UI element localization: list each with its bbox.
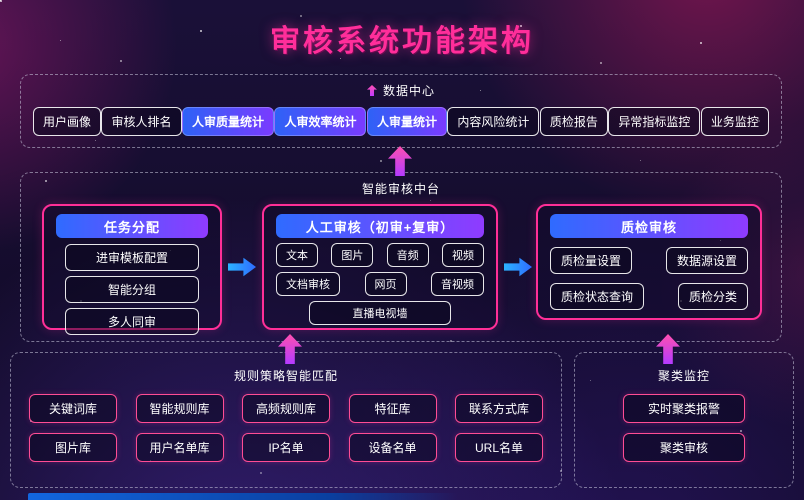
up-arrow-icon (366, 85, 377, 96)
quality-chip: 质检量设置 (550, 247, 633, 274)
quality-check-row-1: 质检量设置 数据源设置 (550, 247, 748, 274)
rule-library-chip: 用户名单库 (135, 433, 224, 462)
rule-library-chip: 智能规则库 (135, 394, 224, 423)
rule-library-chip: URL名单 (455, 433, 543, 462)
media-type-chip: 图片 (331, 243, 374, 267)
section-rules-matching: 规则策略智能匹配 关键词库智能规则库高频规则库特征库联系方式库 图片库用户名单库… (10, 352, 562, 488)
task-allocation-header: 任务分配 (56, 214, 208, 238)
data-center-label: 数据中心 (21, 82, 781, 99)
rule-library-chip: 高频规则库 (242, 394, 330, 423)
middle-platform-label: 智能审核中台 (21, 180, 781, 197)
rules-label: 规则策略智能匹配 (11, 367, 561, 384)
rule-library-chip: IP名单 (242, 433, 330, 462)
quality-chip: 质检分类 (677, 283, 748, 310)
manual-review-row-2: 文档审核网页音视频 (276, 272, 484, 296)
media-type-chip: 音视频 (431, 272, 484, 296)
quality-check-header: 质检审核 (550, 214, 748, 238)
rules-row-2: 图片库用户名单库 IP名单设备名单 URL名单 (29, 433, 543, 462)
data-center-chip: 审核人排名 (101, 107, 182, 136)
rule-library-chip: 关键词库 (29, 394, 117, 423)
manual-review-row-1: 文本图片音频视频 (276, 243, 484, 267)
manual-review-row-3: 直播电视墙 (276, 301, 484, 325)
cluster-chip: 实时聚类报警 (623, 394, 745, 423)
task-chip: 多人同审 (65, 308, 199, 335)
section-cluster-monitoring: 聚类监控 实时聚类报警聚类审核 (574, 352, 794, 488)
section-data-center: 数据中心 用户画像审核人排名人审质量统计人审效率统计人审量统计内容风险统计质检报… (20, 74, 782, 148)
cluster-label-text: 聚类监控 (657, 369, 710, 383)
manual-review-header: 人工审核（初审+复审） (276, 214, 484, 238)
media-type-chip: 视频 (441, 243, 484, 267)
rule-library-chip: 联系方式库 (455, 394, 543, 423)
data-center-chip: 内容风险统计 (447, 107, 540, 136)
data-center-items: 用户画像审核人排名人审质量统计人审效率统计人审量统计内容风险统计质检报告异常指标… (33, 107, 769, 136)
data-center-chip: 人审效率统计 (274, 107, 367, 136)
panel-task-allocation: 任务分配 进审模板配置智能分组多人同审 (42, 204, 222, 335)
quality-check-row-2: 质检状态查询 质检分类 (550, 283, 748, 310)
rule-library-chip: 特征库 (348, 394, 437, 423)
data-center-chip: 质检报告 (539, 107, 608, 136)
task-allocation-items: 进审模板配置智能分组多人同审 (44, 244, 220, 335)
bottom-blue-strip (28, 493, 458, 500)
cluster-chip: 聚类审核 (623, 433, 745, 462)
task-chip: 进审模板配置 (65, 244, 199, 271)
data-center-label-text: 数据中心 (382, 84, 435, 98)
media-type-chip: 文档审核 (276, 272, 340, 296)
panel-quality-check: 质检审核 质检量设置 数据源设置 质检状态查询 质检分类 (536, 204, 762, 320)
panel-manual-review: 人工审核（初审+复审） 文本图片音频视频 文档审核网页音视频 直播电视墙 (262, 204, 498, 330)
data-center-chip: 异常指标监控 (608, 107, 701, 136)
media-type-chip: 网页 (364, 272, 407, 296)
cluster-label: 聚类监控 (575, 367, 793, 384)
media-type-chip: 文本 (276, 243, 318, 267)
quality-chip: 质检状态查询 (550, 283, 645, 310)
rule-library-chip: 图片库 (29, 433, 117, 462)
middle-platform-label-text: 智能审核中台 (361, 182, 440, 196)
data-center-chip: 用户画像 (33, 107, 102, 136)
rules-label-text: 规则策略智能匹配 (233, 369, 338, 383)
task-chip: 智能分组 (65, 276, 199, 303)
data-center-chip: 人审质量统计 (181, 107, 274, 136)
quality-chip: 数据源设置 (665, 247, 748, 274)
media-type-chip: 直播电视墙 (309, 301, 451, 325)
media-type-chip: 音频 (386, 243, 429, 267)
rules-row-1: 关键词库智能规则库高频规则库特征库联系方式库 (29, 394, 543, 423)
data-center-chip: 业务监控 (700, 107, 769, 136)
cluster-items: 实时聚类报警聚类审核 (575, 394, 793, 462)
rule-library-chip: 设备名单 (348, 433, 437, 462)
data-center-chip: 人审量统计 (366, 107, 447, 136)
page-title: 审核系统功能架构 (270, 25, 534, 58)
